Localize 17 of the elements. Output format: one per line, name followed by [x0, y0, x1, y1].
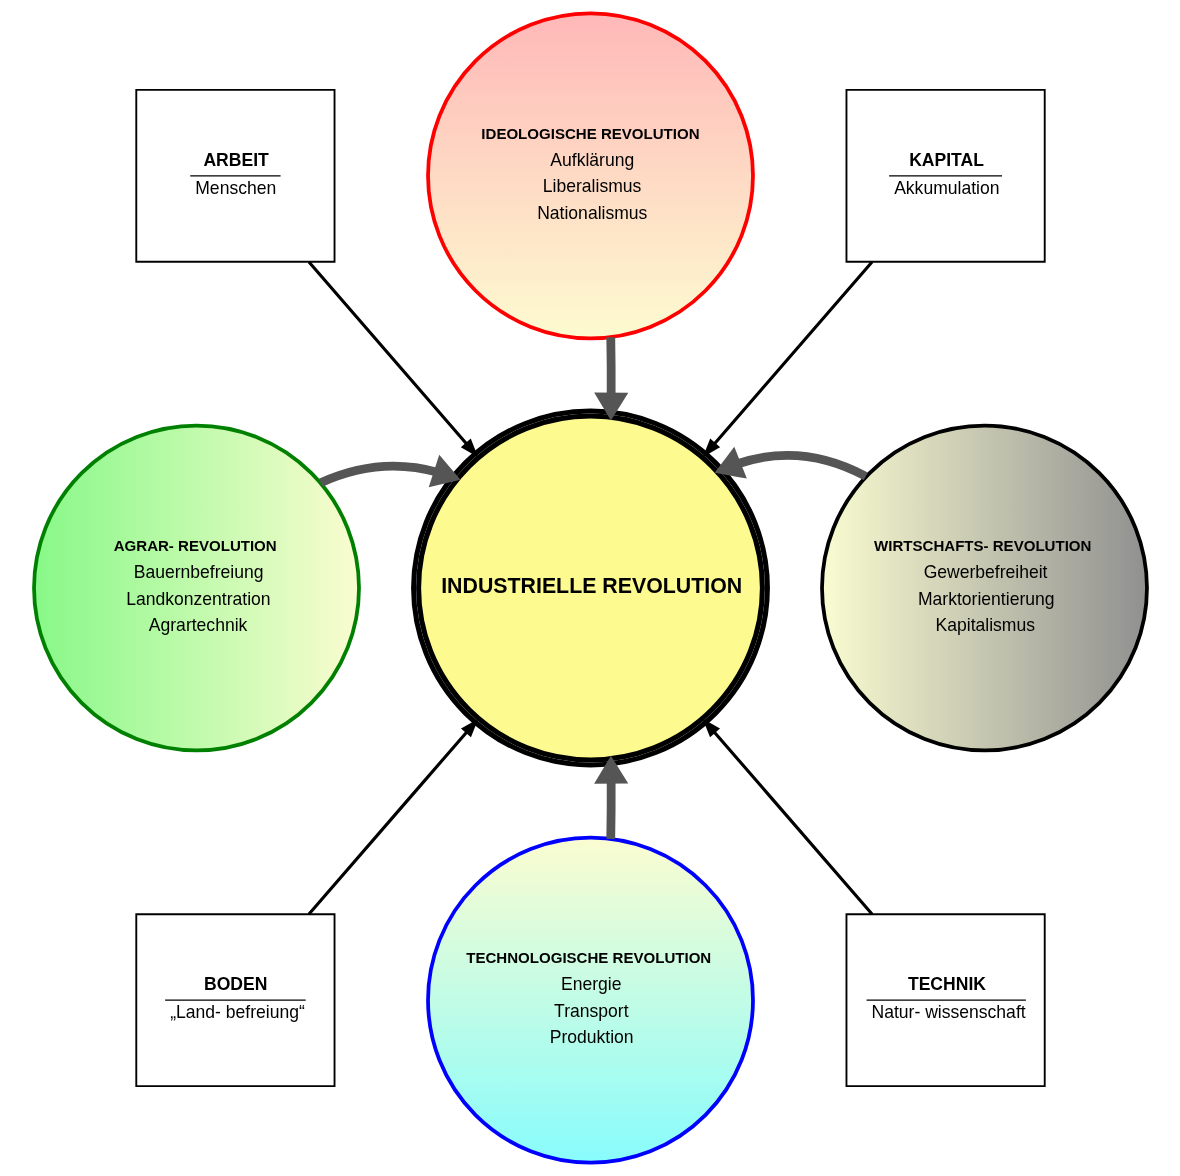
arrow: [593, 755, 628, 839]
node-circle: IDEOLOGISCHE REVOLUTION Aufklärung Liberalismus Nationalismus: [425, 11, 755, 341]
arrow: [702, 718, 873, 916]
node-circle: AGRAR- REVOLUTION Bauernbefreiung Landkonzentration Agrartechnik: [31, 423, 361, 753]
arrow: [307, 718, 478, 916]
node-circle: TECHNOLOGISCHE REVOLUTION Energie Transport Produktion: [425, 835, 755, 1165]
node-box: TECHNIK Natur- wissenschaft: [845, 913, 1046, 1088]
node-circle: INDUSTRIELLE REVOLUTION: [410, 408, 770, 768]
node-circle: WIRTSCHAFTS- REVOLUTION Gewerbefreiheit Marktorientierung Kapitalismus: [819, 423, 1149, 753]
arrow: [702, 260, 873, 458]
arrow: [318, 454, 460, 488]
node-box: BODEN „Land- befreiung“: [134, 913, 335, 1088]
arrow: [714, 446, 868, 481]
node-box: KAPITAL Akkumulation: [845, 88, 1046, 263]
node-box: ARBEIT Menschen: [134, 88, 335, 263]
arrow: [593, 337, 628, 421]
arrow: [307, 260, 478, 458]
